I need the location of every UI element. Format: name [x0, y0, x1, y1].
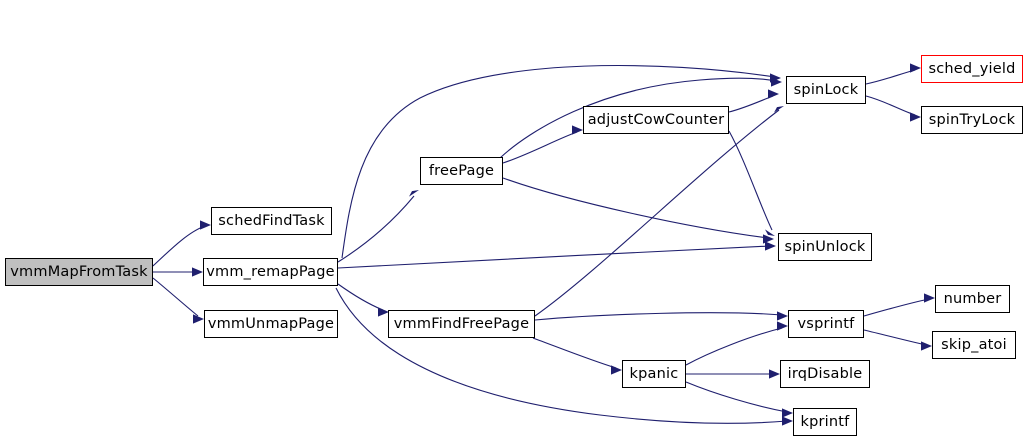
arrowhead-icon [924, 293, 935, 303]
graph-node-vmmMapFromTask[interactable]: vmmMapFromTask [5, 258, 153, 286]
arrowhead-icon [769, 369, 780, 379]
arrowhead-icon [763, 234, 774, 244]
arrowhead-icon [782, 416, 793, 426]
call-edge-freePage-to-spinLock [499, 77, 782, 159]
call-edge-vsprintf-to-number [863, 293, 935, 317]
arrowhead-icon [193, 314, 204, 324]
graph-node-kpanic[interactable]: kpanic [622, 360, 686, 388]
arrowhead-icon [200, 220, 211, 230]
graph-node-label: kpanic [629, 365, 679, 382]
graph-node-freePage[interactable]: freePage [420, 157, 503, 185]
graph-node-vmmUnmapPage[interactable]: vmmUnmapPage [204, 310, 338, 338]
graph-node-label: spinLock [793, 81, 859, 98]
graph-node-spinTryLock[interactable]: spinTryLock [921, 106, 1023, 134]
call-edge-kpanic-to-kprintf [685, 381, 793, 418]
graph-node-number[interactable]: number [935, 285, 1010, 313]
graph-node-label: vmmMapFromTask [10, 263, 148, 280]
graph-node-label: adjustCowCounter [587, 111, 725, 128]
graph-node-kprintf[interactable]: kprintf [793, 408, 857, 436]
graph-node-adjustCowCounter[interactable]: adjustCowCounter [583, 106, 729, 134]
graph-node-vmm_remapPage[interactable]: vmm_remapPage [203, 258, 338, 286]
call-edge-spinLock-to-spinTryLock [865, 95, 921, 122]
call-edge-vmm_remapPage-to-spinUnlock [337, 241, 776, 269]
arrowhead-icon [765, 241, 776, 251]
graph-node-spinUnlock[interactable]: spinUnlock [778, 233, 872, 261]
graph-node-spinLock[interactable]: spinLock [786, 76, 866, 104]
arrowhead-icon [777, 321, 788, 331]
graph-node-label: vmmFindFreePage [393, 315, 530, 332]
arrowhead-icon [611, 365, 622, 375]
graph-node-schedFindTask[interactable]: schedFindTask [211, 207, 332, 235]
call-edge-vmm_remapPage-to-freePage [337, 190, 419, 263]
arrowhead-icon [910, 63, 921, 73]
call-edge-kpanic-to-vsprintf [685, 321, 788, 366]
arrowhead-icon [192, 267, 203, 277]
graph-node-label: kprintf [800, 413, 850, 430]
graph-node-label: schedFindTask [218, 212, 325, 229]
call-edge-adjustCowCounter-to-spinLock [728, 89, 779, 113]
arrowhead-icon [409, 190, 419, 197]
call-edge-vmm_remapPage-to-kprintf [335, 287, 793, 426]
graph-node-label: irqDisable [787, 365, 863, 382]
call-edge-vmm_remapPage-to-spinLock [341, 64, 781, 259]
graph-node-label: freePage [428, 162, 495, 179]
arrowhead-icon [768, 89, 779, 99]
arrowhead-icon [572, 125, 583, 135]
graph-node-label: sched_yield [928, 60, 1016, 77]
call-edge-spinLock-to-sched_yield [865, 63, 921, 85]
call-edge-vmmMapFromTask-to-vmmUnmapPage [152, 277, 204, 324]
call-edge-freePage-to-adjustCowCounter [502, 125, 583, 164]
arrowhead-icon [782, 408, 793, 418]
arrowhead-icon [910, 112, 921, 122]
call-edge-vmmMapFromTask-to-schedFindTask [152, 220, 211, 267]
arrowhead-icon [771, 77, 782, 87]
call-edge-kpanic-to-irqDisable [686, 369, 780, 379]
graph-node-label: spinUnlock [784, 238, 866, 255]
call-edge-vmmFindFreePage-to-kpanic [532, 337, 622, 375]
call-edge-vsprintf-to-skip_atoi [863, 329, 932, 351]
graph-node-sched_yield[interactable]: sched_yield [921, 55, 1023, 83]
call-edge-vmm_remapPage-to-vmmFindFreePage [337, 283, 389, 317]
graph-node-vmmFindFreePage[interactable]: vmmFindFreePage [388, 310, 535, 338]
arrowhead-icon [921, 341, 932, 351]
call-edge-vmmFindFreePage-to-vsprintf [534, 311, 788, 321]
arrowhead-icon [765, 229, 775, 236]
graph-node-label: vsprintf [797, 315, 855, 332]
call-edge-vmmMapFromTask-to-vmm_remapPage [153, 267, 203, 277]
call-edge-freePage-to-spinUnlock [502, 177, 774, 244]
arrowhead-icon [777, 311, 788, 321]
graph-node-irqDisable[interactable]: irqDisable [780, 360, 870, 388]
graph-node-label: vmmUnmapPage [207, 315, 335, 332]
graph-node-label: spinTryLock [928, 111, 1016, 128]
graph-node-vsprintf[interactable]: vsprintf [788, 310, 864, 338]
call-edge-vmmFindFreePage-to-spinLock [534, 106, 784, 317]
graph-node-label: number [943, 290, 1002, 307]
arrowhead-icon [378, 307, 389, 317]
graph-node-skip_atoi[interactable]: skip_atoi [932, 331, 1016, 359]
arrowhead-icon [774, 106, 784, 113]
graph-node-label: vmm_remapPage [206, 263, 335, 280]
call-edge-adjustCowCounter-to-spinUnlock [728, 130, 775, 236]
graph-node-label: skip_atoi [941, 336, 1007, 353]
